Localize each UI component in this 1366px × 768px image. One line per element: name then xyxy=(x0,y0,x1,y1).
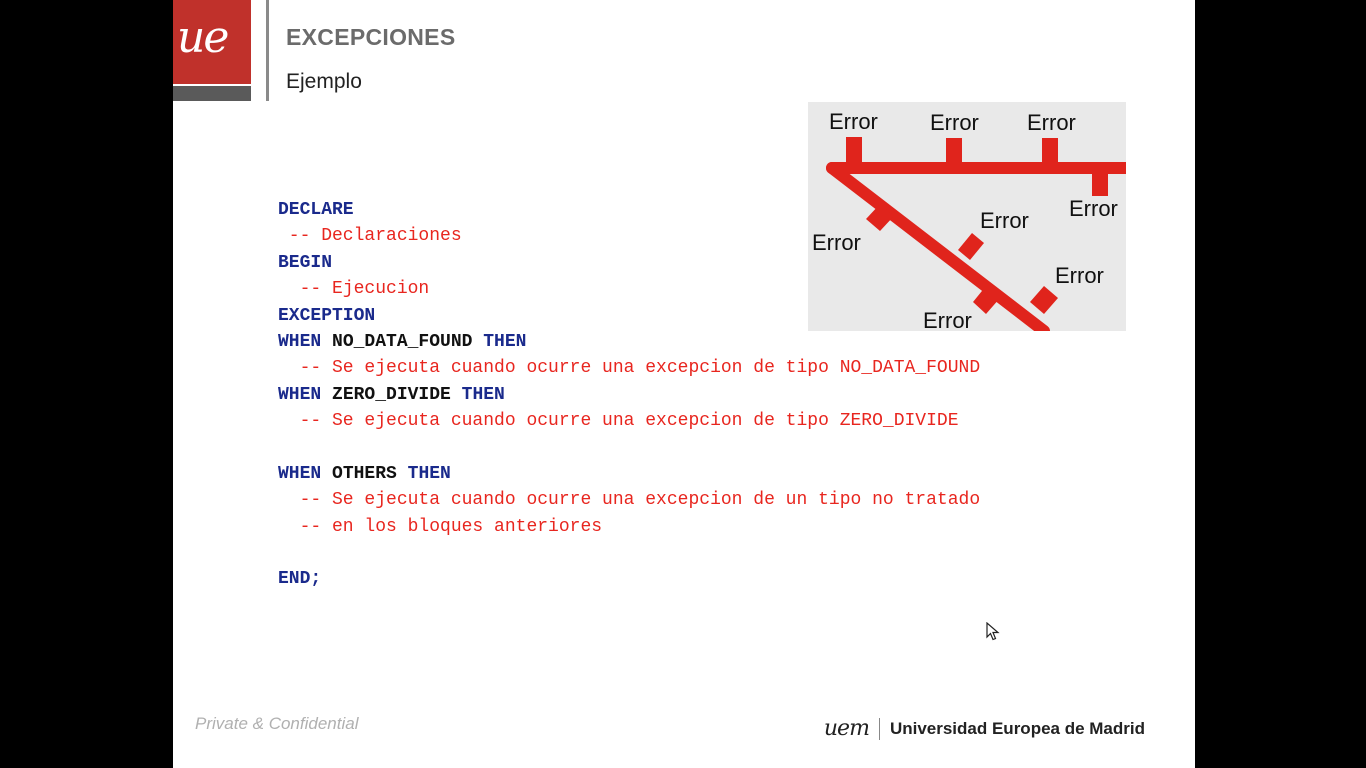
code-keyword: WHEN xyxy=(278,384,322,405)
error-label: Error xyxy=(980,208,1029,233)
error-branches-illustration: Error Error Error Error Error Error Erro… xyxy=(808,102,1126,331)
error-branches-drawing: Error Error Error Error Error Error Erro… xyxy=(812,109,1126,331)
footer-brand: uem Universidad Europea de Madrid xyxy=(824,716,1145,742)
brand-separator xyxy=(878,718,880,740)
code-line xyxy=(278,540,980,566)
code-identifier: OTHERS xyxy=(321,463,408,484)
branch-tick xyxy=(946,138,962,165)
error-label: Error xyxy=(829,109,878,134)
code-comment: -- Ejecucion xyxy=(278,279,430,300)
code-identifier: NO_DATA_FOUND xyxy=(321,331,484,352)
error-label: Error xyxy=(1055,263,1104,288)
slide-title: EXCEPCIONES xyxy=(286,24,456,50)
code-line: -- Declaraciones xyxy=(278,223,980,249)
university-name: Universidad Europea de Madrid xyxy=(889,719,1145,738)
code-keyword: END; xyxy=(278,569,322,590)
code-comment: -- Declaraciones xyxy=(278,226,462,247)
code-comment: -- Se ejecuta cuando ocurre una excepcio… xyxy=(278,490,981,511)
logo-text: ue xyxy=(177,12,229,63)
code-keyword: WHEN xyxy=(278,331,322,352)
code-keyword: DECLARE xyxy=(278,200,354,220)
branch-tick xyxy=(1030,286,1058,314)
code-line: WHEN NO_DATA_FOUND THEN xyxy=(278,329,980,355)
code-keyword: WHEN xyxy=(278,463,322,484)
branch-tick xyxy=(1042,138,1058,165)
code-comment: -- en los bloques anteriores xyxy=(278,516,603,537)
code-line: BEGIN xyxy=(278,250,980,276)
branch-tick xyxy=(1092,168,1108,196)
code-keyword: THEN xyxy=(461,384,505,405)
code-keyword: THEN xyxy=(407,463,451,484)
header-divider xyxy=(266,0,269,101)
code-keyword: EXCEPTION xyxy=(278,305,376,326)
diagonal-branch xyxy=(826,162,1050,331)
confidential-note: Private & Confidential xyxy=(195,714,359,733)
branch-tick xyxy=(846,137,862,165)
code-comment: -- Se ejecuta cuando ocurre una excepcio… xyxy=(278,358,981,379)
code-comment: -- Se ejecuta cuando ocurre una excepcio… xyxy=(278,411,959,432)
logo-underline-bar xyxy=(173,86,251,101)
branch-tick xyxy=(973,286,1000,314)
mouse-cursor-icon xyxy=(986,622,1000,641)
error-label: Error xyxy=(812,230,861,255)
code-line: -- Ejecucion xyxy=(278,276,980,302)
uem-logo: uem xyxy=(823,716,870,741)
code-keyword: THEN xyxy=(483,331,527,352)
code-line: DECLARE xyxy=(278,197,980,223)
error-label: Error xyxy=(930,110,979,135)
code-line: WHEN ZERO_DIVIDE THEN xyxy=(278,382,980,408)
code-line: -- Se ejecuta cuando ocurre una excepcio… xyxy=(278,355,981,381)
code-identifier: ZERO_DIVIDE xyxy=(321,384,462,405)
code-line: EXCEPTION xyxy=(278,303,980,329)
branch-tick xyxy=(958,233,984,260)
slide-subtitle: Ejemplo xyxy=(286,70,362,93)
code-line: END; xyxy=(278,566,980,592)
error-label: Error xyxy=(1027,110,1076,135)
branch-tick xyxy=(866,204,894,231)
slide: ue EXCEPCIONES Ejemplo DECLARE -- Declar… xyxy=(173,0,1195,768)
code-line: -- Se ejecuta cuando ocurre una excepcio… xyxy=(278,408,980,434)
code-line: WHEN OTHERS THEN xyxy=(278,461,980,487)
error-label: Error xyxy=(923,308,972,331)
code-line xyxy=(278,435,980,461)
code-keyword: BEGIN xyxy=(278,252,333,273)
university-logo: ue xyxy=(173,0,251,84)
code-line: -- en los bloques anteriores xyxy=(278,514,980,540)
code-line: -- Se ejecuta cuando ocurre una excepcio… xyxy=(278,487,981,513)
error-label: Error xyxy=(1069,196,1118,221)
